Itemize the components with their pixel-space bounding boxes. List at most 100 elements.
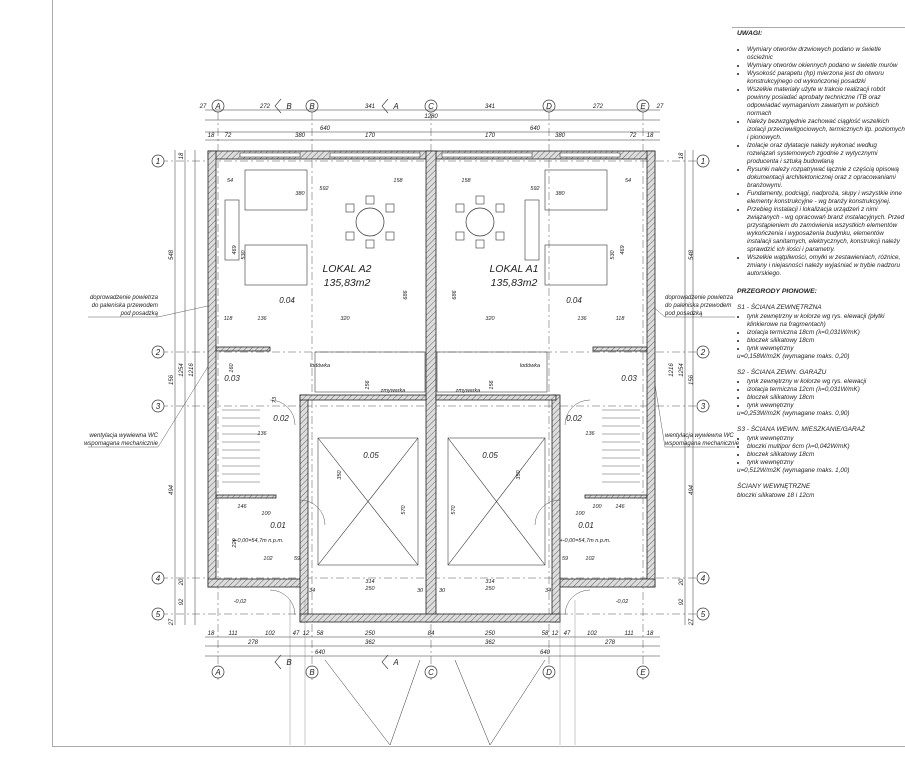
door-swing xyxy=(299,499,326,526)
chair xyxy=(475,195,485,205)
grid-bubble xyxy=(211,665,225,679)
dimension-label: 34 xyxy=(309,588,315,594)
window xyxy=(441,152,533,158)
dimension-label: 136 xyxy=(257,316,267,322)
grid-row-label: 2 xyxy=(155,348,161,357)
grid-bubble xyxy=(151,607,165,621)
wc-wall-left xyxy=(215,346,271,352)
grid-bubble xyxy=(424,665,438,679)
sofa xyxy=(244,169,308,211)
room-number: 0.05 xyxy=(363,451,379,460)
dimension-label: 640 xyxy=(315,650,326,656)
dimension-label: 548 xyxy=(689,249,695,260)
dimension-label: 250 xyxy=(484,631,496,637)
room-number: 0.04 xyxy=(566,296,582,305)
dimension-label: 1280 xyxy=(424,114,438,120)
dimension-label: 111 xyxy=(228,631,237,637)
partition-layer: bloczki multipor 6cm (λ=0,042W/mK) xyxy=(747,443,905,451)
dimension-label: 18 xyxy=(647,631,654,637)
dimension-label: 278 xyxy=(604,640,616,646)
kitchen-garage-wall-left xyxy=(299,394,427,401)
notes-frame-top xyxy=(732,27,905,28)
grid-column-label: B xyxy=(309,102,315,111)
partition-layer: bloczek silikatowy 18cm xyxy=(747,337,905,345)
grid-row-label: 3 xyxy=(156,402,161,411)
section-mark-label: A xyxy=(392,102,398,111)
door-swing xyxy=(564,589,591,616)
dimension-label: 59 xyxy=(562,556,568,562)
kitchen-counter xyxy=(314,351,426,393)
dimension-label: 1254 xyxy=(679,363,685,377)
level-mark: +-0,00=54,7m n.p.m. xyxy=(559,538,610,544)
dining-table xyxy=(465,207,495,237)
dimension-label: 58 xyxy=(542,631,549,637)
door-swing xyxy=(269,399,296,426)
grid-column-label: B xyxy=(309,668,315,677)
dimension-label: 160 xyxy=(229,362,235,372)
note-item: Fundamenty, podciągi, nadproża, słupy i … xyxy=(747,190,905,206)
notes-panel: UWAGI: Wymiary otworów drzwiowych podano… xyxy=(737,30,905,500)
grid-row-label: 1 xyxy=(701,157,705,166)
dimension-label: 350 xyxy=(337,469,343,479)
chair xyxy=(345,203,355,213)
chair xyxy=(495,231,505,241)
grid-bubble xyxy=(696,154,710,168)
partition-layer: tynk wewnętrzny xyxy=(747,435,905,443)
partition-layer: bloczek silikatowy 18cm xyxy=(747,394,905,402)
grid-column-label: D xyxy=(546,102,552,111)
dimension-label: 494 xyxy=(169,484,175,495)
dimension-label: 12 xyxy=(552,631,559,637)
dimension-label: 272 xyxy=(592,104,604,110)
dimension-label: 146 xyxy=(615,504,625,510)
dimension-label: 350 xyxy=(516,469,522,479)
dimension-label: 73 xyxy=(272,396,278,403)
dimension-label: 341 xyxy=(485,104,495,110)
dimension-label: 20 xyxy=(179,578,185,586)
dimension-label: 100 xyxy=(592,504,602,510)
grid-bubble xyxy=(542,99,556,113)
window xyxy=(329,152,421,158)
walls xyxy=(207,150,656,623)
partition-title-s3: S3 - ŚCIANA WEWN. MIESZKANIE/GARAŻ xyxy=(737,426,865,433)
dimension-label: 1216 xyxy=(189,363,195,377)
dimension-label: 686 xyxy=(403,289,409,299)
section-mark-label: B xyxy=(286,658,292,667)
dimension-label: 54 xyxy=(625,178,631,184)
dimension-label: 92 xyxy=(679,598,685,605)
dimension-label: 18 xyxy=(679,152,685,159)
section-mark-icon xyxy=(274,98,282,114)
dimension-label: 47 xyxy=(293,631,300,637)
partition-layer: tynk wewnętrzny xyxy=(747,402,905,410)
dimension-label: 100 xyxy=(261,511,271,517)
room-number: 0.03 xyxy=(621,374,637,383)
partition-title-s1: S1 - ŚCIANA ZEWNĘTRZNA xyxy=(737,304,822,311)
partition-layer: tynk zewnętrzny w kolorze wg rys. elewac… xyxy=(747,378,905,386)
dimension-label: 592 xyxy=(319,186,328,192)
annotation-air-supply: do paleniska przewodem xyxy=(92,303,158,309)
room-number: 0.03 xyxy=(224,374,240,383)
note-item: Izolacje oraz dylatacje należy wykonać w… xyxy=(747,142,905,166)
partition-layers-s1: tynk zewnętrzny w kolorze wg rys. elewac… xyxy=(737,313,905,353)
dimension-label: 156 xyxy=(169,374,175,385)
dimension-label: 146 xyxy=(237,504,247,510)
section-mark-label: B xyxy=(286,102,292,111)
exterior-wall-left xyxy=(207,150,217,588)
dimension-label: 27 xyxy=(656,104,664,110)
dimension-label: 494 xyxy=(689,484,695,495)
grid-row-label: 2 xyxy=(700,348,706,357)
kitchen-counter xyxy=(436,351,548,393)
garage-wall-left xyxy=(299,394,309,623)
dimension-label: 102 xyxy=(263,556,272,562)
internal-walls-title: ŚCIANY WEWNĘTRZNE xyxy=(737,483,811,490)
room-area-lokal-a2: 135,83m2 xyxy=(324,277,371,289)
dimension-label: 640 xyxy=(540,650,551,656)
dining-table xyxy=(355,207,385,237)
grid-column-label: C xyxy=(428,102,434,111)
dimension-label: 18 xyxy=(208,133,215,139)
grid-bubble xyxy=(696,399,710,413)
annotation-air-supply: doprowadzenie powietrza xyxy=(665,295,734,301)
dimension-label: 102 xyxy=(585,556,594,562)
annotation-air-supply: doprowadzenie powietrza xyxy=(90,295,159,301)
level-mark: -0,02 xyxy=(234,599,247,605)
